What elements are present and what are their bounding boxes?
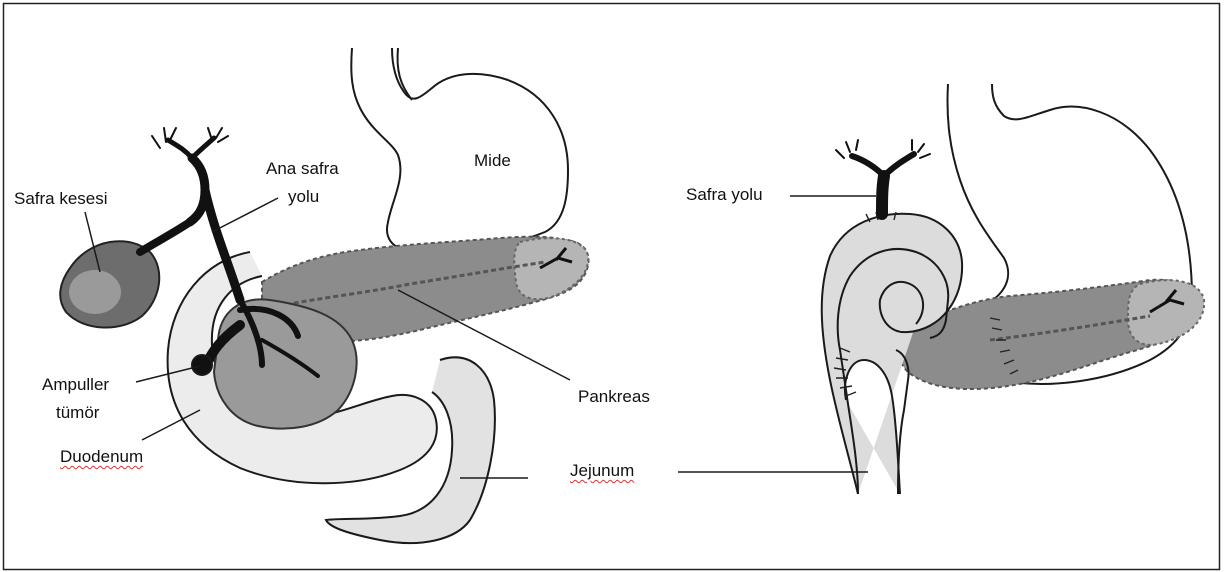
label-safra-yolu: Safra yolu <box>686 184 763 205</box>
label-ampuller-line2: tümör <box>56 402 99 423</box>
gallbladder-highlight <box>69 270 121 314</box>
label-duodenum: Duodenum <box>60 446 143 467</box>
ampullary-tumor <box>192 355 212 375</box>
label-pankreas: Pankreas <box>578 386 650 407</box>
left-figure <box>60 48 588 543</box>
label-jejunum: Jejunum <box>570 460 634 481</box>
label-ana-safra-yolu-line2: yolu <box>288 186 319 207</box>
label-mide: Mide <box>474 150 511 171</box>
stomach-left <box>351 48 568 254</box>
bile-duct-right <box>836 140 930 214</box>
pancreas-tail-right <box>1128 280 1204 345</box>
label-ana-safra-yolu-line1: Ana safra <box>266 158 339 179</box>
label-safra-kesesi: Safra kesesi <box>14 188 108 209</box>
pancreas-tail-light <box>514 238 588 299</box>
label-ampuller-line1: Ampuller <box>42 374 109 395</box>
right-figure <box>678 84 1204 494</box>
